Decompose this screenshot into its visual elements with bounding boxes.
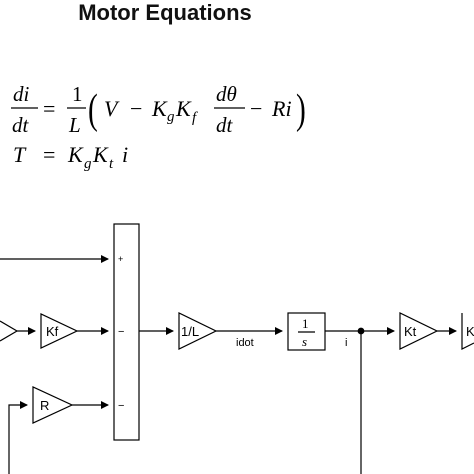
integrator-numerator: 1 — [302, 316, 309, 331]
one-over-l-gain-block[interactable] — [178, 312, 218, 350]
block-diagram — [0, 223, 474, 474]
kf-gain-block[interactable] — [40, 313, 79, 349]
eq2-g-subscript: g — [84, 156, 92, 172]
sum-sign-minus-1: − — [118, 326, 124, 338]
eq1-K: K — [151, 96, 168, 121]
equation-current-derivative: di dt = 1 L ( V − K g K f dθ dt − Ri ) — [11, 82, 306, 137]
partial-gain-right-block — [461, 313, 474, 350]
block-labels: Kf R 1/L 1 s Kt K + − − idot i — [40, 254, 474, 413]
eq1-K2: K — [175, 96, 192, 121]
eq1-frac-numerator: 1 — [72, 82, 83, 106]
eq2-equals: = — [43, 142, 55, 167]
eq2-t-subscript: t — [109, 156, 114, 172]
eq1-V: V — [104, 96, 120, 121]
eq2-T: T — [13, 142, 27, 167]
kt-gain-block[interactable] — [399, 312, 439, 350]
eq2-K2: K — [92, 142, 109, 167]
eq1-dtheta-denominator: dt — [216, 113, 234, 137]
eq1-frac-denominator: L — [68, 113, 81, 137]
idot-signal-label: idot — [236, 337, 254, 349]
sum-block[interactable] — [113, 223, 140, 441]
feedback-line-to-r — [8, 401, 28, 474]
sum-sign-plus: + — [118, 254, 123, 264]
integrator-denominator: s — [302, 334, 307, 349]
eq1-lhs-numerator: di — [13, 82, 30, 106]
eq1-open-paren: ( — [88, 86, 98, 132]
i-signal-label: i — [345, 337, 347, 349]
eq1-dtheta-numerator: dθ — [216, 82, 237, 106]
equation-torque: T = K g K t i — [13, 142, 128, 172]
eq1-g-subscript: g — [167, 109, 175, 125]
kf-label: Kf — [46, 324, 59, 339]
eq1-close-paren: ) — [296, 86, 306, 132]
partial-gain-left-block — [0, 320, 19, 342]
sum-sign-minus-2: − — [118, 400, 124, 412]
eq1-minus-1: − — [130, 96, 142, 121]
eq1-lhs-denominator: dt — [12, 113, 30, 137]
kt-label: Kt — [404, 324, 417, 339]
eq1-equals: = — [43, 96, 55, 121]
one-over-l-label: 1/L — [181, 324, 199, 339]
partial-right-label: K — [466, 324, 474, 339]
eq1-minus-2: − — [250, 96, 262, 121]
eq2-K: K — [67, 142, 84, 167]
r-gain-block[interactable] — [32, 386, 74, 424]
diagram-title: Motor Equations — [78, 0, 252, 25]
r-label: R — [40, 398, 49, 413]
eq1-f-subscript: f — [192, 110, 198, 126]
eq1-Ri: Ri — [271, 96, 292, 121]
eq2-i: i — [122, 142, 128, 167]
